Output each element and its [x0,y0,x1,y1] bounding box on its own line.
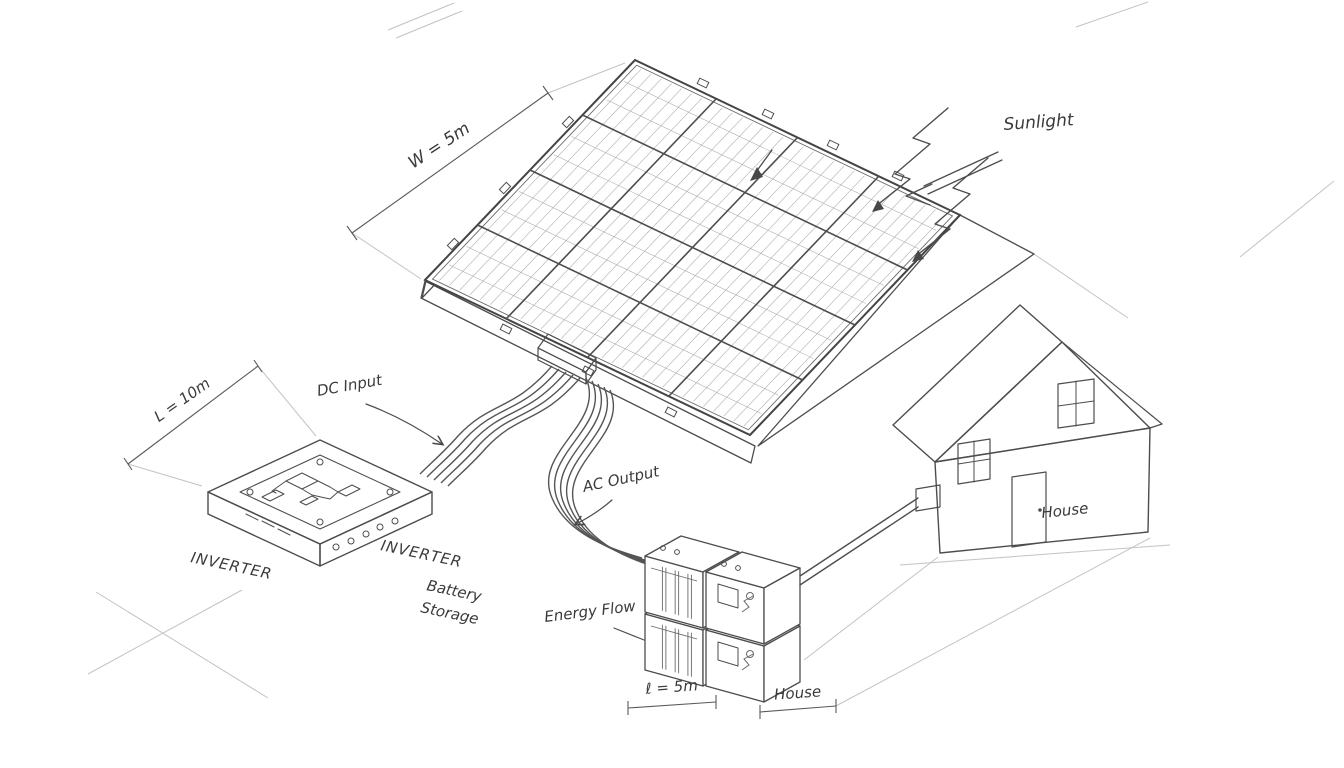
solar-panel-array [425,60,960,435]
house-gable [934,341,1151,463]
house-service-box [915,484,941,512]
battery-box-face [717,583,739,609]
dimension-battery-width: ℓ = 5m [627,676,717,715]
construction-lines [87,1,1335,707]
dc-input-label: DC Input [316,371,385,400]
panel-junction-box [537,333,597,385]
door-knob [1038,508,1042,512]
battery-box-face [763,625,801,703]
energy-flow-label: Energy Flow [543,597,637,626]
sun-ray-bolt [875,107,949,207]
inverter [207,439,433,567]
panel-cell-grid [425,60,960,435]
dc-wire-bundle [419,365,581,487]
ac-output-arrow [576,499,613,524]
house-dim-label: House [774,682,822,703]
battery-width-label: ℓ = 5m [644,676,699,698]
sun-ray-arrowhead [912,250,924,262]
inverter-label-right: INVERTER [379,536,464,571]
house-label: House [1041,499,1090,522]
sunlight-open-arrow [905,151,1003,206]
inverter-circuit-board [239,454,401,530]
battery-box-face [717,641,739,667]
house: House [892,304,1163,554]
callouts: DC Input AC Output Energy Flow INVERTER … [189,371,662,641]
sunlight-annotation: Sunlight [750,107,1076,262]
ac-output-label: AC Output [580,462,662,496]
platform-gable-face [757,214,1035,447]
panel-edge-clamps [446,77,905,418]
inverter-board-components [245,458,399,551]
dimension-inverter-length: L = 10m [123,359,263,471]
sun-ray-bolt [915,157,989,257]
house-wall [934,427,1151,554]
panel-width-label: W = 5m [405,119,474,173]
inverter-label-left: INVERTER [189,548,274,583]
sunlight-label: Sunlight [1003,110,1076,135]
battery-house-cable [799,484,941,586]
house-door [1011,471,1047,548]
energy-flow-leader [613,627,645,641]
sun-ray-arrowhead [872,200,884,212]
panel-incidence-arrow [750,149,773,181]
house-window-gable [1057,378,1095,429]
dimension-house: House [759,682,837,719]
house-window-wall [957,438,991,485]
battery-box-face [763,567,801,645]
inverter-top-face [207,439,433,545]
dc-input-arrow [365,403,442,444]
battery-storage [644,535,801,703]
inverter-length-label: L = 10m [151,374,214,426]
house-roof-plane [892,304,1063,463]
